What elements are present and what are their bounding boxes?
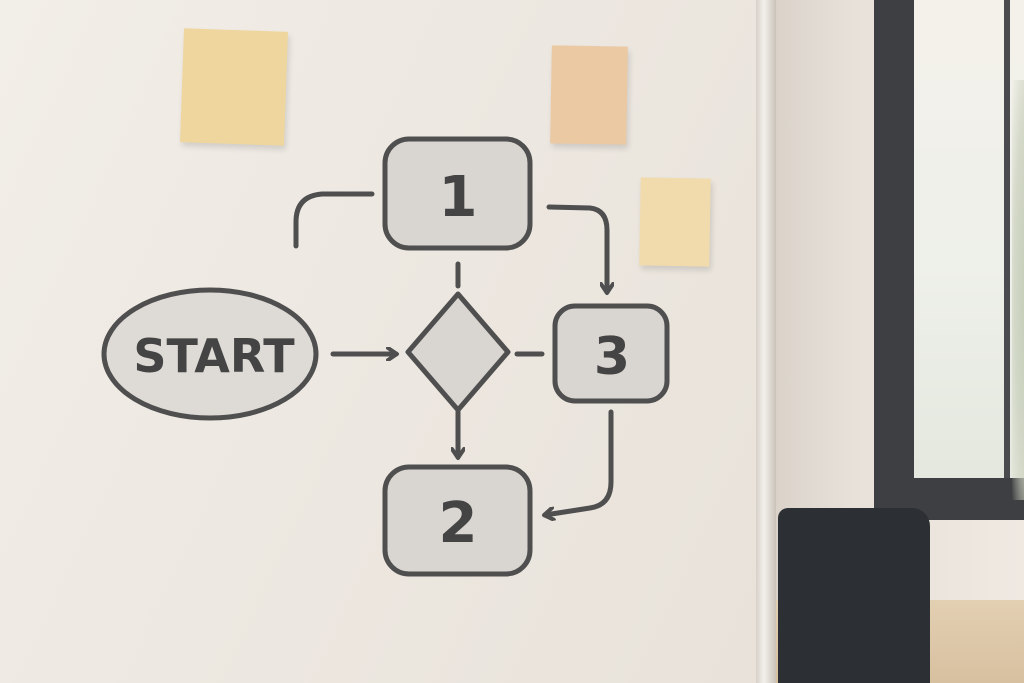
box-1-label: 1 <box>439 165 478 230</box>
process-box-2: 2 <box>382 464 533 577</box>
box-2-label: 2 <box>439 491 478 556</box>
process-box-3: 3 <box>552 303 670 404</box>
arrow-box1-to-box3 <box>546 204 607 292</box>
whiteboard-edge <box>756 0 776 683</box>
flowchart-drawing: START 1 3 2 <box>101 136 670 577</box>
window-mullion <box>1004 0 1010 478</box>
connector-loop <box>293 191 375 249</box>
decision-diamond <box>405 291 511 413</box>
arrow-box3-to-box2 <box>545 409 614 515</box>
outdoor-foliage <box>1012 80 1024 500</box>
start-node: START <box>101 287 319 421</box>
office-chair <box>778 508 930 683</box>
start-label: START <box>133 329 295 383</box>
process-box-1: 1 <box>382 136 533 251</box>
box-3-label: 3 <box>594 327 630 387</box>
